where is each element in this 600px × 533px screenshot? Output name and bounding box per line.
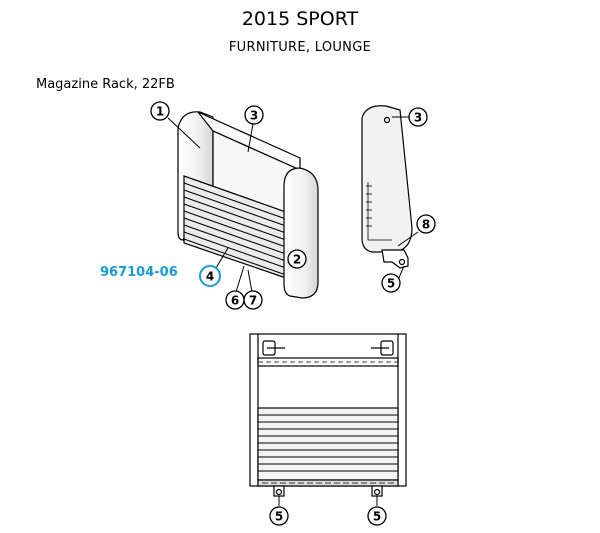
- callout-7: 7: [243, 290, 263, 310]
- elevation-slats: [258, 414, 398, 472]
- svg-text:4: 4: [206, 270, 214, 284]
- svg-text:3: 3: [250, 109, 258, 123]
- svg-text:5: 5: [387, 277, 395, 291]
- part-number-label[interactable]: 967104-06: [100, 265, 178, 280]
- callout-5-bottom-right: 5: [367, 506, 387, 526]
- page-subtitle: FURNITURE, LOUNGE: [228, 40, 372, 55]
- callout-3-front: 3: [244, 105, 264, 125]
- svg-text:7: 7: [249, 294, 257, 308]
- slats: [183, 182, 287, 276]
- callout-5-side: 5: [381, 273, 401, 293]
- callout-8: 8: [416, 214, 436, 234]
- front-view: [167, 111, 319, 299]
- right-side-panel: [283, 167, 319, 299]
- svg-text:6: 6: [231, 294, 239, 308]
- side-view: [361, 105, 419, 281]
- svg-text:5: 5: [275, 510, 283, 524]
- callout-3-side: 3: [408, 107, 428, 127]
- side-inner-edge: [367, 182, 392, 241]
- callout-1: 1: [150, 101, 170, 121]
- page-title: 2015 SPORT: [241, 8, 359, 30]
- svg-text:3: 3: [414, 111, 422, 125]
- callout-4[interactable]: 4: [199, 265, 221, 287]
- svg-text:1: 1: [156, 105, 164, 119]
- front-elevation: [249, 333, 407, 506]
- callout-5-bottom-left: 5: [269, 506, 289, 526]
- side-bracket: [381, 249, 409, 269]
- callout-6: 6: [225, 290, 245, 310]
- svg-text:8: 8: [422, 218, 430, 232]
- side-slats: [366, 185, 372, 227]
- callout-2: 2: [287, 249, 307, 269]
- side-profile: [361, 105, 413, 253]
- svg-text:5: 5: [373, 510, 381, 524]
- elevation-slat-rack: [257, 407, 399, 481]
- svg-text:2: 2: [293, 253, 301, 267]
- assembly-caption: Magazine Rack, 22FB: [36, 77, 175, 92]
